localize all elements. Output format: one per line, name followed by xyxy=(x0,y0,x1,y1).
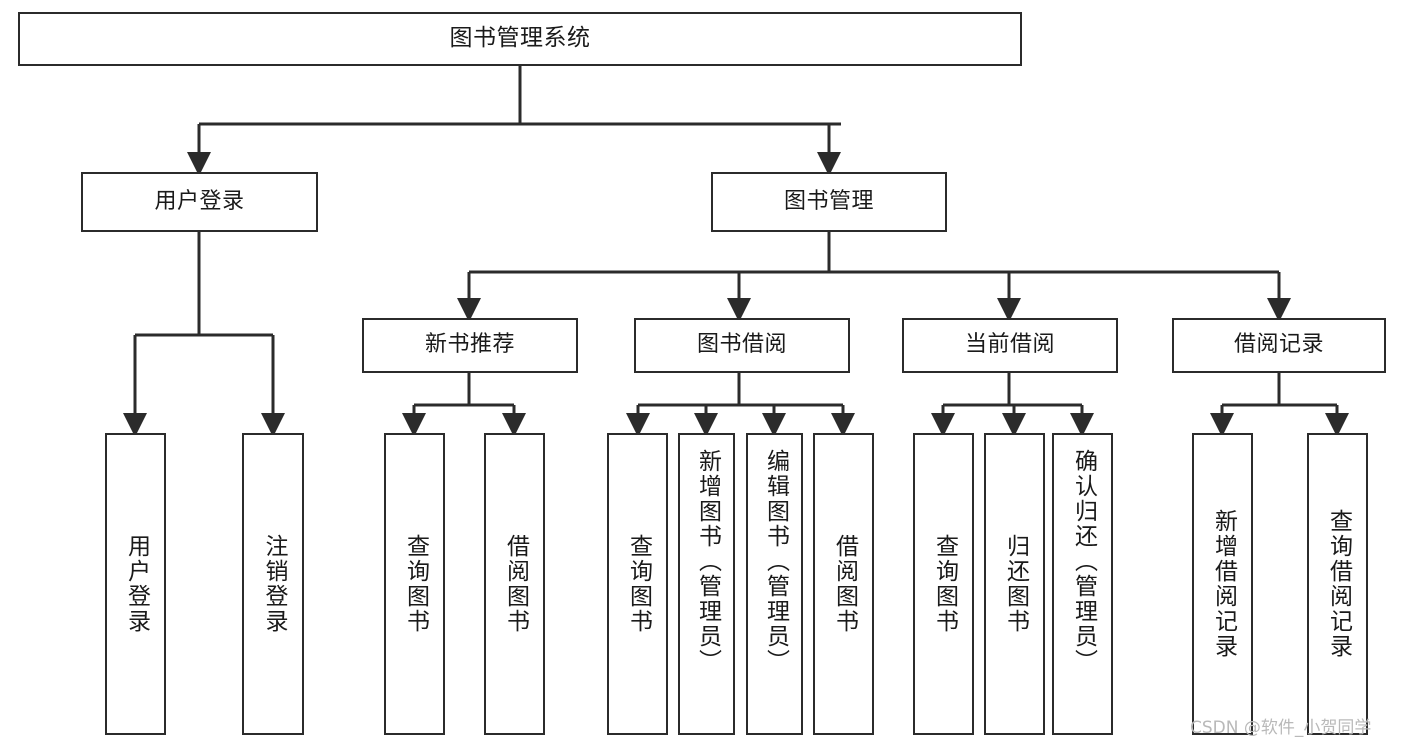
node-borrow-record[interactable]: 借阅记录 xyxy=(1172,318,1386,373)
leaf-borrow-book-recommend[interactable]: 借阅图书 xyxy=(484,433,545,735)
leaf-user-logout[interactable]: 注销登录 xyxy=(242,433,304,735)
node-label: 查询借阅记录 xyxy=(1325,509,1352,659)
leaf-user-login[interactable]: 用户登录 xyxy=(105,433,166,735)
node-label: 图书管理 xyxy=(783,188,874,214)
node-label: 查询图书 xyxy=(402,534,429,634)
node-current-borrow[interactable]: 当前借阅 xyxy=(902,318,1118,373)
leaf-add-book-admin[interactable]: 新增图书（管理员） xyxy=(678,433,735,735)
leaf-add-borrow-record[interactable]: 新增借阅记录 xyxy=(1192,433,1253,735)
node-label: 当前借阅 xyxy=(964,332,1055,358)
node-root[interactable]: 图书管理系统 xyxy=(18,12,1022,66)
csdn-watermark: CSDN @软件_小贺同学 xyxy=(1190,718,1372,738)
node-book-management[interactable]: 图书管理 xyxy=(711,172,947,232)
node-label: 新书推荐 xyxy=(424,332,515,358)
node-label: 借阅图书 xyxy=(831,534,858,634)
node-label: 确认归还（管理员） xyxy=(1070,449,1097,674)
node-label: 借阅图书 xyxy=(502,534,529,634)
leaf-return-book[interactable]: 归还图书 xyxy=(984,433,1045,735)
node-new-book-recommend[interactable]: 新书推荐 xyxy=(362,318,578,373)
leaf-query-book-borrow[interactable]: 查询图书 xyxy=(607,433,668,735)
node-label: 借阅记录 xyxy=(1233,332,1324,358)
leaf-confirm-return-admin[interactable]: 确认归还（管理员） xyxy=(1052,433,1113,735)
node-label: 图书借阅 xyxy=(696,332,787,358)
node-label: 图书管理系统 xyxy=(449,25,591,52)
node-label: 注销登录 xyxy=(260,534,287,634)
node-label: 查询图书 xyxy=(625,534,652,634)
node-book-borrow[interactable]: 图书借阅 xyxy=(634,318,850,373)
node-label: 新增图书（管理员） xyxy=(694,449,721,674)
node-label: 查询图书 xyxy=(931,534,958,634)
leaf-query-borrow-record[interactable]: 查询借阅记录 xyxy=(1307,433,1368,735)
leaf-borrow-book[interactable]: 借阅图书 xyxy=(813,433,874,735)
node-label: 新增借阅记录 xyxy=(1210,509,1237,659)
leaf-query-book-current[interactable]: 查询图书 xyxy=(913,433,974,735)
node-user-login[interactable]: 用户登录 xyxy=(81,172,318,232)
node-label: 编辑图书（管理员） xyxy=(762,449,789,674)
node-label: 用户登录 xyxy=(154,188,245,214)
node-label: 归还图书 xyxy=(1002,534,1029,634)
leaf-edit-book-admin[interactable]: 编辑图书（管理员） xyxy=(746,433,803,735)
leaf-query-book-recommend[interactable]: 查询图书 xyxy=(384,433,445,735)
node-label: 用户登录 xyxy=(123,534,150,634)
